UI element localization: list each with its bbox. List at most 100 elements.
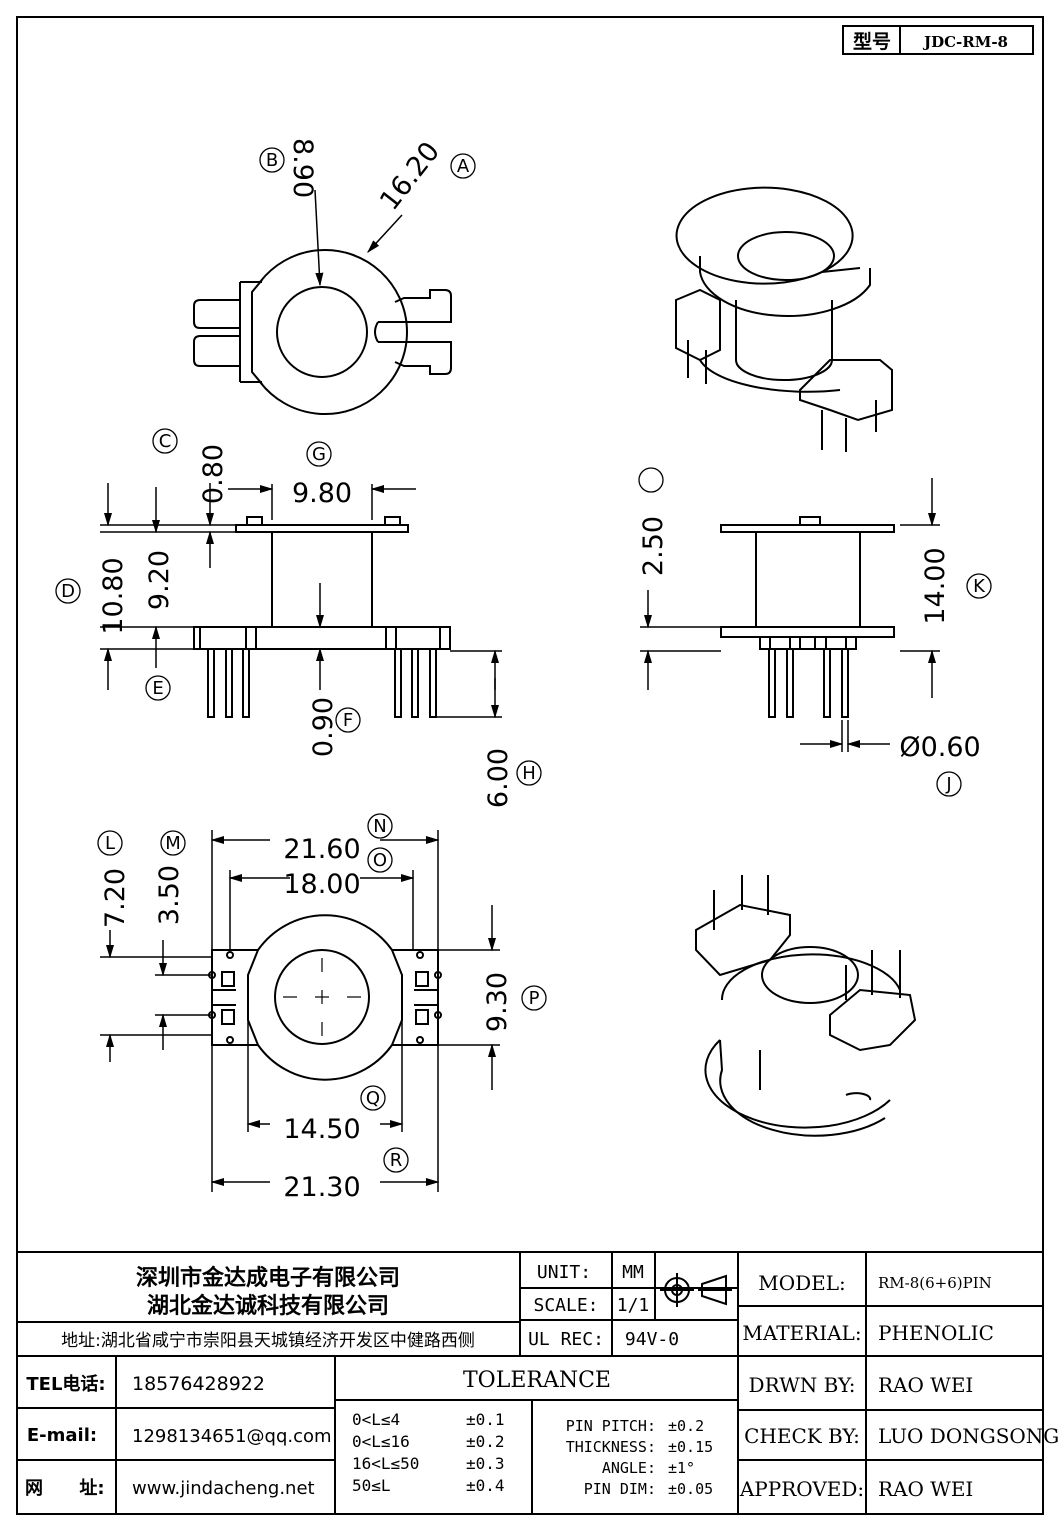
svg-text:M: M xyxy=(165,833,181,854)
callout-R: R xyxy=(383,1147,409,1173)
tolerance-title: TOLERANCE xyxy=(463,1368,611,1393)
tol-value: ±0.3 xyxy=(466,1454,505,1473)
material-label: MATERIAL: xyxy=(742,1321,861,1345)
tel-label: TEL电话: xyxy=(26,1373,105,1395)
web-value: www.jindacheng.net xyxy=(132,1478,315,1499)
model-value: RM-8(6+6)PIN xyxy=(878,1274,992,1292)
spec-value: ±0.15 xyxy=(668,1438,713,1456)
ulrec-label: UL REC: xyxy=(528,1329,604,1350)
dim-J-value: Ø0.60 xyxy=(899,732,980,763)
drawn-by-value: RAO WEI xyxy=(878,1373,973,1397)
callout-F: F xyxy=(335,707,361,733)
approved-label: APPROVED: xyxy=(739,1477,864,1501)
dim-F-value: 0.90 xyxy=(308,697,339,757)
dim-R-value: 21.30 xyxy=(283,1172,360,1203)
svg-text:L: L xyxy=(105,833,115,854)
dim-M-value: 3.50 xyxy=(154,865,185,925)
svg-text:K: K xyxy=(973,576,986,597)
callout-A: A xyxy=(450,153,476,179)
callout-L: L xyxy=(97,830,123,856)
company-name-2: 湖北金达诚科技有限公司 xyxy=(147,1293,389,1319)
spec-label: ANGLE: xyxy=(602,1459,656,1477)
spec-value: ±0.2 xyxy=(668,1417,704,1435)
email-value: 1298134651@qq.com xyxy=(132,1426,332,1447)
model-box: 型号 JDC-RM-8 xyxy=(842,25,1034,55)
callout-P: P xyxy=(521,985,547,1011)
callout-E: E xyxy=(145,675,171,701)
svg-text:E: E xyxy=(152,678,163,699)
bottom-view-centerlines xyxy=(283,958,361,1036)
svg-text:N: N xyxy=(373,816,386,837)
spec-value: ±1° xyxy=(668,1459,695,1477)
front-view xyxy=(193,516,451,718)
dim-Q-value: 14.50 xyxy=(283,1114,360,1145)
drawn-by-label: DRWN BY: xyxy=(749,1373,856,1397)
tel-value: 18576428922 xyxy=(132,1373,265,1395)
svg-text:C: C xyxy=(159,431,172,452)
callout-C: C xyxy=(152,428,178,454)
dim-O-value: 18.00 xyxy=(283,869,360,900)
unit-label: UNIT: xyxy=(537,1262,591,1283)
svg-text:R: R xyxy=(390,1150,403,1171)
svg-text:B: B xyxy=(266,150,278,171)
company-address: 地址:湖北省咸宁市崇阳县天城镇经济开发区中健路西侧 xyxy=(61,1331,475,1351)
side-view-dims xyxy=(640,478,940,752)
projection-symbol-icon xyxy=(660,1273,732,1307)
svg-text:J: J xyxy=(945,774,951,795)
title-block-lines xyxy=(17,1251,1043,1514)
dim-K-value: 14.00 xyxy=(920,547,951,624)
approved-value: RAO WEI xyxy=(878,1477,973,1501)
dim-D2-value: 9.20 xyxy=(144,550,175,610)
model-box-value: JDC-RM-8 xyxy=(922,33,1008,51)
callout-G: G xyxy=(306,441,332,467)
dim-C-value: 0.80 xyxy=(198,444,229,504)
tol-range: 0<L≤16 xyxy=(352,1432,410,1451)
top-view xyxy=(193,249,452,415)
isometric-view-bottom xyxy=(695,875,917,1137)
tol-range: 0<L≤4 xyxy=(352,1410,400,1429)
dim-B-value: 8.90 xyxy=(287,138,318,198)
callout-N: N xyxy=(367,813,393,839)
spec-label: PIN DIM: xyxy=(584,1480,656,1498)
callout-K: K xyxy=(966,573,992,599)
spec-label: PIN PITCH: xyxy=(566,1417,656,1435)
tol-value: ±0.1 xyxy=(466,1410,505,1429)
check-by-label: CHECK BY: xyxy=(744,1424,860,1448)
callout-J: J xyxy=(936,771,962,797)
spec-label: THICKNESS: xyxy=(566,1438,656,1456)
dim-D-value: 10.80 xyxy=(98,557,129,634)
spec-value: ±0.05 xyxy=(668,1480,713,1498)
dim-L-value: 7.20 xyxy=(100,868,131,928)
callout-H: H xyxy=(516,760,542,786)
callout-M: M xyxy=(160,830,186,856)
dim-N-value: 21.60 xyxy=(283,834,360,865)
tol-range: 50≤L xyxy=(352,1476,391,1495)
dim-H-value: 6.00 xyxy=(483,748,514,808)
dim-P-value: 9.30 xyxy=(482,972,513,1032)
svg-text:A: A xyxy=(457,156,470,177)
callout-D: D xyxy=(55,578,81,604)
svg-text:H: H xyxy=(522,763,536,784)
callout-I xyxy=(638,467,664,493)
dim-A-value: 16.20 xyxy=(374,136,446,216)
svg-text:Q: Q xyxy=(366,1088,380,1109)
company-name-1: 深圳市金达成电子有限公司 xyxy=(136,1265,400,1291)
callout-O: O xyxy=(367,847,393,873)
callout-B: B xyxy=(259,147,285,173)
callout-Q: Q xyxy=(360,1085,386,1111)
unit-value: MM xyxy=(622,1262,644,1283)
tol-range: 16<L≤50 xyxy=(352,1454,419,1473)
ulrec-value: 94V-0 xyxy=(625,1329,679,1350)
bottom-view-dims xyxy=(100,830,500,1192)
front-view-dims xyxy=(100,483,502,719)
tol-value: ±0.4 xyxy=(466,1476,505,1495)
svg-text:G: G xyxy=(312,444,326,465)
side-view xyxy=(720,516,895,718)
scale-label: SCALE: xyxy=(533,1295,598,1316)
sheet-border xyxy=(16,16,1044,1515)
dim-G-value: 9.80 xyxy=(292,478,352,509)
svg-text:D: D xyxy=(61,581,75,602)
dim-I-value: 2.50 xyxy=(638,516,669,576)
svg-text:O: O xyxy=(373,850,387,871)
